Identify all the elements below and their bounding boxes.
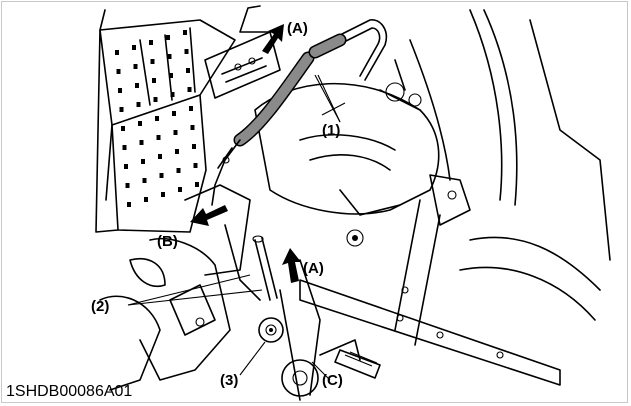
label-c: (C) xyxy=(322,372,343,389)
perforation-hole xyxy=(195,182,199,187)
perforation-hole xyxy=(124,164,128,169)
arrow-a-top xyxy=(262,24,284,54)
perforation-hole xyxy=(187,87,192,92)
perforation-hole xyxy=(153,97,158,102)
label-3: (3) xyxy=(220,372,238,389)
perforation-hole xyxy=(159,173,164,178)
perforation-hole xyxy=(115,50,119,55)
perforation-hole xyxy=(169,73,173,78)
lower-linkage xyxy=(281,339,381,397)
perforation-hole xyxy=(184,49,189,54)
rod-2 xyxy=(224,224,278,301)
rops-frame xyxy=(379,9,611,261)
step-plate xyxy=(95,9,236,233)
perforation-hole xyxy=(150,59,155,64)
perforation-hole xyxy=(176,168,181,173)
perforation-hole xyxy=(116,69,121,74)
perforation-hole xyxy=(144,197,148,202)
perforation-holes xyxy=(115,30,199,207)
right-bracket xyxy=(394,174,601,346)
pivot-3 xyxy=(258,317,284,343)
label-a-top: (A) xyxy=(287,20,308,37)
perforation-hole xyxy=(178,187,182,192)
perforation-hole xyxy=(135,83,139,88)
leader-lines xyxy=(127,74,346,381)
label-a-mid: (A) xyxy=(303,260,324,277)
perforation-hole xyxy=(170,92,175,97)
perforation-hole xyxy=(166,35,170,40)
perforation-hole xyxy=(118,88,122,93)
seat-bracket xyxy=(204,5,281,99)
perforation-hole xyxy=(175,149,179,154)
perforation-hole xyxy=(155,116,159,121)
perforation-hole xyxy=(133,64,138,69)
perforation-hole xyxy=(156,135,161,140)
perforation-hole xyxy=(149,40,153,45)
perforation-hole xyxy=(139,140,144,145)
perforation-hole xyxy=(183,30,187,35)
perforation-hole xyxy=(189,106,193,111)
perforation-hole xyxy=(119,107,124,112)
perforation-hole xyxy=(132,45,136,50)
label-1: (1) xyxy=(322,122,340,139)
lever-1 xyxy=(211,19,388,206)
perforation-hole xyxy=(161,192,165,197)
perforation-hole xyxy=(167,54,172,59)
perforation-hole xyxy=(158,154,162,159)
perforation-hole xyxy=(190,125,195,130)
engine-cover xyxy=(254,82,440,247)
perforation-hole xyxy=(136,102,141,107)
arrow-a-mid xyxy=(282,248,301,283)
perforation-hole xyxy=(186,68,190,73)
perforation-hole xyxy=(173,130,178,135)
perforation-hole xyxy=(172,111,176,116)
perforation-hole xyxy=(152,78,156,83)
perforation-hole xyxy=(125,183,130,188)
perforation-hole xyxy=(193,163,198,168)
perforation-hole xyxy=(138,121,142,126)
perforation-hole xyxy=(121,126,125,131)
lower-housing xyxy=(99,184,251,391)
perforation-hole xyxy=(122,145,127,150)
perforation-hole xyxy=(142,178,147,183)
figure-code: 1SHDB00086A01 xyxy=(6,383,132,400)
label-2: (2) xyxy=(91,298,109,315)
perforation-hole xyxy=(127,202,131,207)
perforation-hole xyxy=(192,144,196,149)
frame-member xyxy=(279,259,561,401)
arrow-b xyxy=(190,205,228,226)
label-b: (B) xyxy=(157,233,178,250)
perforation-hole xyxy=(141,159,145,164)
